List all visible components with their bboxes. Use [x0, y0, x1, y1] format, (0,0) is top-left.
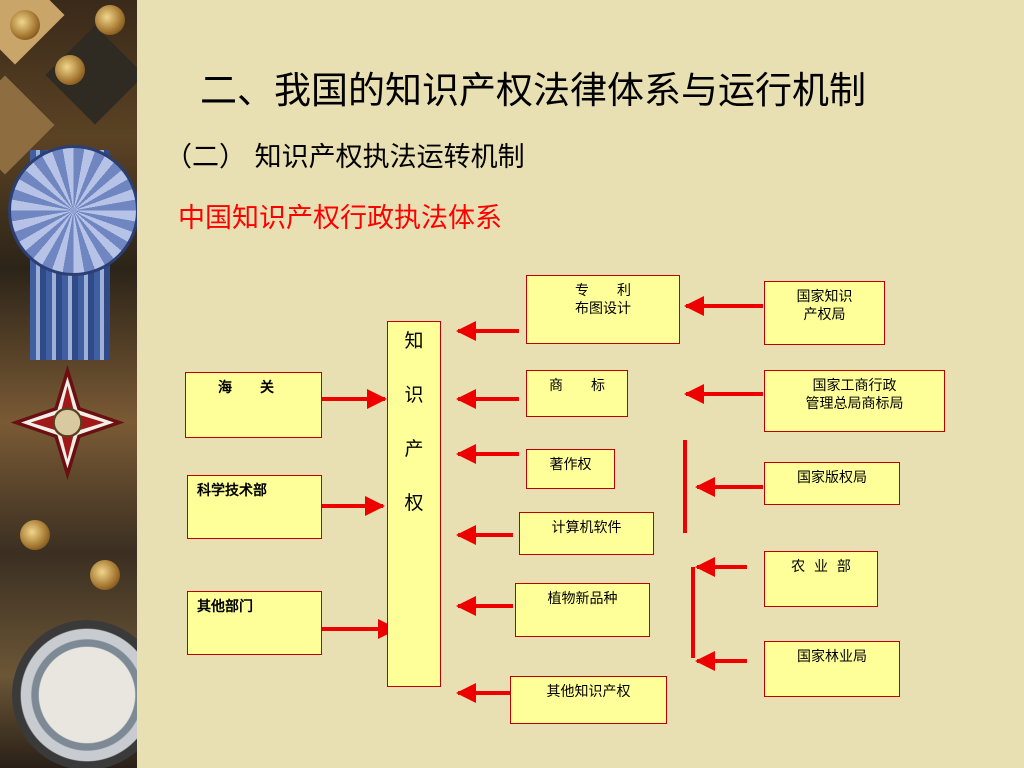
customs-box: 海 关: [185, 372, 322, 438]
section-subtitle: （二） 知识产权执法运转机制: [165, 142, 525, 173]
other-ip-label: 其他知识产权: [546, 684, 631, 700]
trademark-label: 商 标: [549, 378, 605, 394]
compass-icon: [12, 620, 137, 768]
diagram-heading: 中国知识产权行政执法体系: [178, 203, 502, 234]
medal-cross-icon: [10, 365, 125, 480]
agri-label: 农 业 部: [791, 559, 851, 575]
copyright-box: 著作权: [526, 449, 615, 489]
ncac-box: 国家版权局: [764, 462, 900, 505]
other-depts-label: 其他部门: [197, 599, 253, 615]
button-ornament-icon: [95, 5, 125, 35]
mst-label: 科学技术部: [197, 483, 267, 499]
ip-center-box: 知 识 产 权: [387, 321, 441, 687]
sipo-box: 国家知识 产权局: [764, 281, 885, 345]
agri-box: 农 业 部: [764, 551, 878, 607]
copyright-label: 著作权: [549, 457, 592, 473]
patent-label: 专 利 布图设计: [575, 283, 631, 317]
ncac-label: 国家版权局: [797, 470, 867, 486]
saic-box: 国家工商行政 管理总局商标局: [764, 370, 945, 432]
mst-box: 科学技术部: [187, 475, 322, 539]
software-label: 计算机软件: [551, 520, 622, 536]
saic-label: 国家工商行政 管理总局商标局: [805, 378, 904, 412]
decorative-photo-strip: [0, 0, 137, 768]
plant-variety-box: 植物新品种: [515, 583, 650, 637]
other-ip-box: 其他知识产权: [510, 676, 667, 724]
slide-title: 二、我国的知识产权法律体系与运行机制: [200, 69, 866, 112]
button-ornament-icon: [20, 520, 50, 550]
sipo-label: 国家知识 产权局: [796, 289, 853, 323]
software-box: 计算机软件: [519, 512, 654, 555]
customs-label: 海 关: [218, 380, 274, 396]
button-ornament-icon: [10, 10, 40, 40]
patent-box: 专 利 布图设计: [526, 275, 680, 344]
forestry-box: 国家林业局: [764, 641, 900, 697]
button-ornament-icon: [55, 55, 85, 85]
rosette-icon: [8, 145, 137, 276]
plant-variety-label: 植物新品种: [547, 591, 618, 607]
forestry-label: 国家林业局: [797, 649, 867, 665]
trademark-box: 商 标: [526, 370, 628, 417]
other-depts-box: 其他部门: [187, 591, 322, 655]
button-ornament-icon: [90, 560, 120, 590]
ip-center-label: 知 识 产 权: [404, 330, 424, 514]
